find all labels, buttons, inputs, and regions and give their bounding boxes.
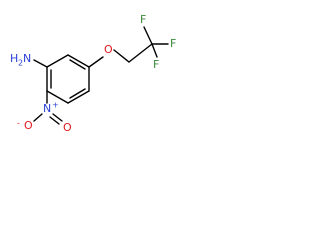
bond-ch2-cf3 (128, 43, 153, 63)
bond-ether-o-ch2 (113, 49, 130, 63)
bond-nitro-o-double-b (49, 116, 60, 125)
nitro-o-double-label: O (63, 121, 72, 134)
bond-nitro-o-double-a (52, 113, 63, 122)
molecule-structure-diagram: H 2 N N + O - O O F F F (10, 13, 176, 134)
nitro-o-minus-charge: - (17, 119, 20, 128)
ring-bond-c4-c5 (67, 90, 90, 104)
amine-h-label: H (10, 52, 18, 65)
ring-double-bond-c4-c5 (69, 88, 86, 99)
bond-c-f-top (143, 26, 153, 45)
amine-n-label: N (23, 52, 31, 65)
nitro-n-label: N (43, 102, 51, 115)
ring-double-bond-c2-c3 (69, 59, 86, 70)
amine-subscript-label: 2 (18, 59, 23, 68)
bond-c1-amine (33, 59, 48, 68)
bond-c3-ether-o (88, 56, 104, 68)
ring-bond-c5-c6 (46, 90, 69, 104)
ether-o-label: O (104, 43, 113, 56)
fluorine-right-label: F (170, 37, 176, 50)
nitro-plus-charge: + (52, 101, 59, 110)
bond-c-f-bottom (151, 43, 158, 58)
bond-nitro-o-single (33, 113, 43, 122)
ring-bond-c1-c2 (46, 54, 69, 68)
ring-bond-c2-c3 (67, 54, 90, 68)
nitro-o-single-label: O (24, 119, 33, 132)
fluorine-bottom-label: F (153, 58, 159, 71)
fluorine-top-label: F (140, 13, 146, 26)
